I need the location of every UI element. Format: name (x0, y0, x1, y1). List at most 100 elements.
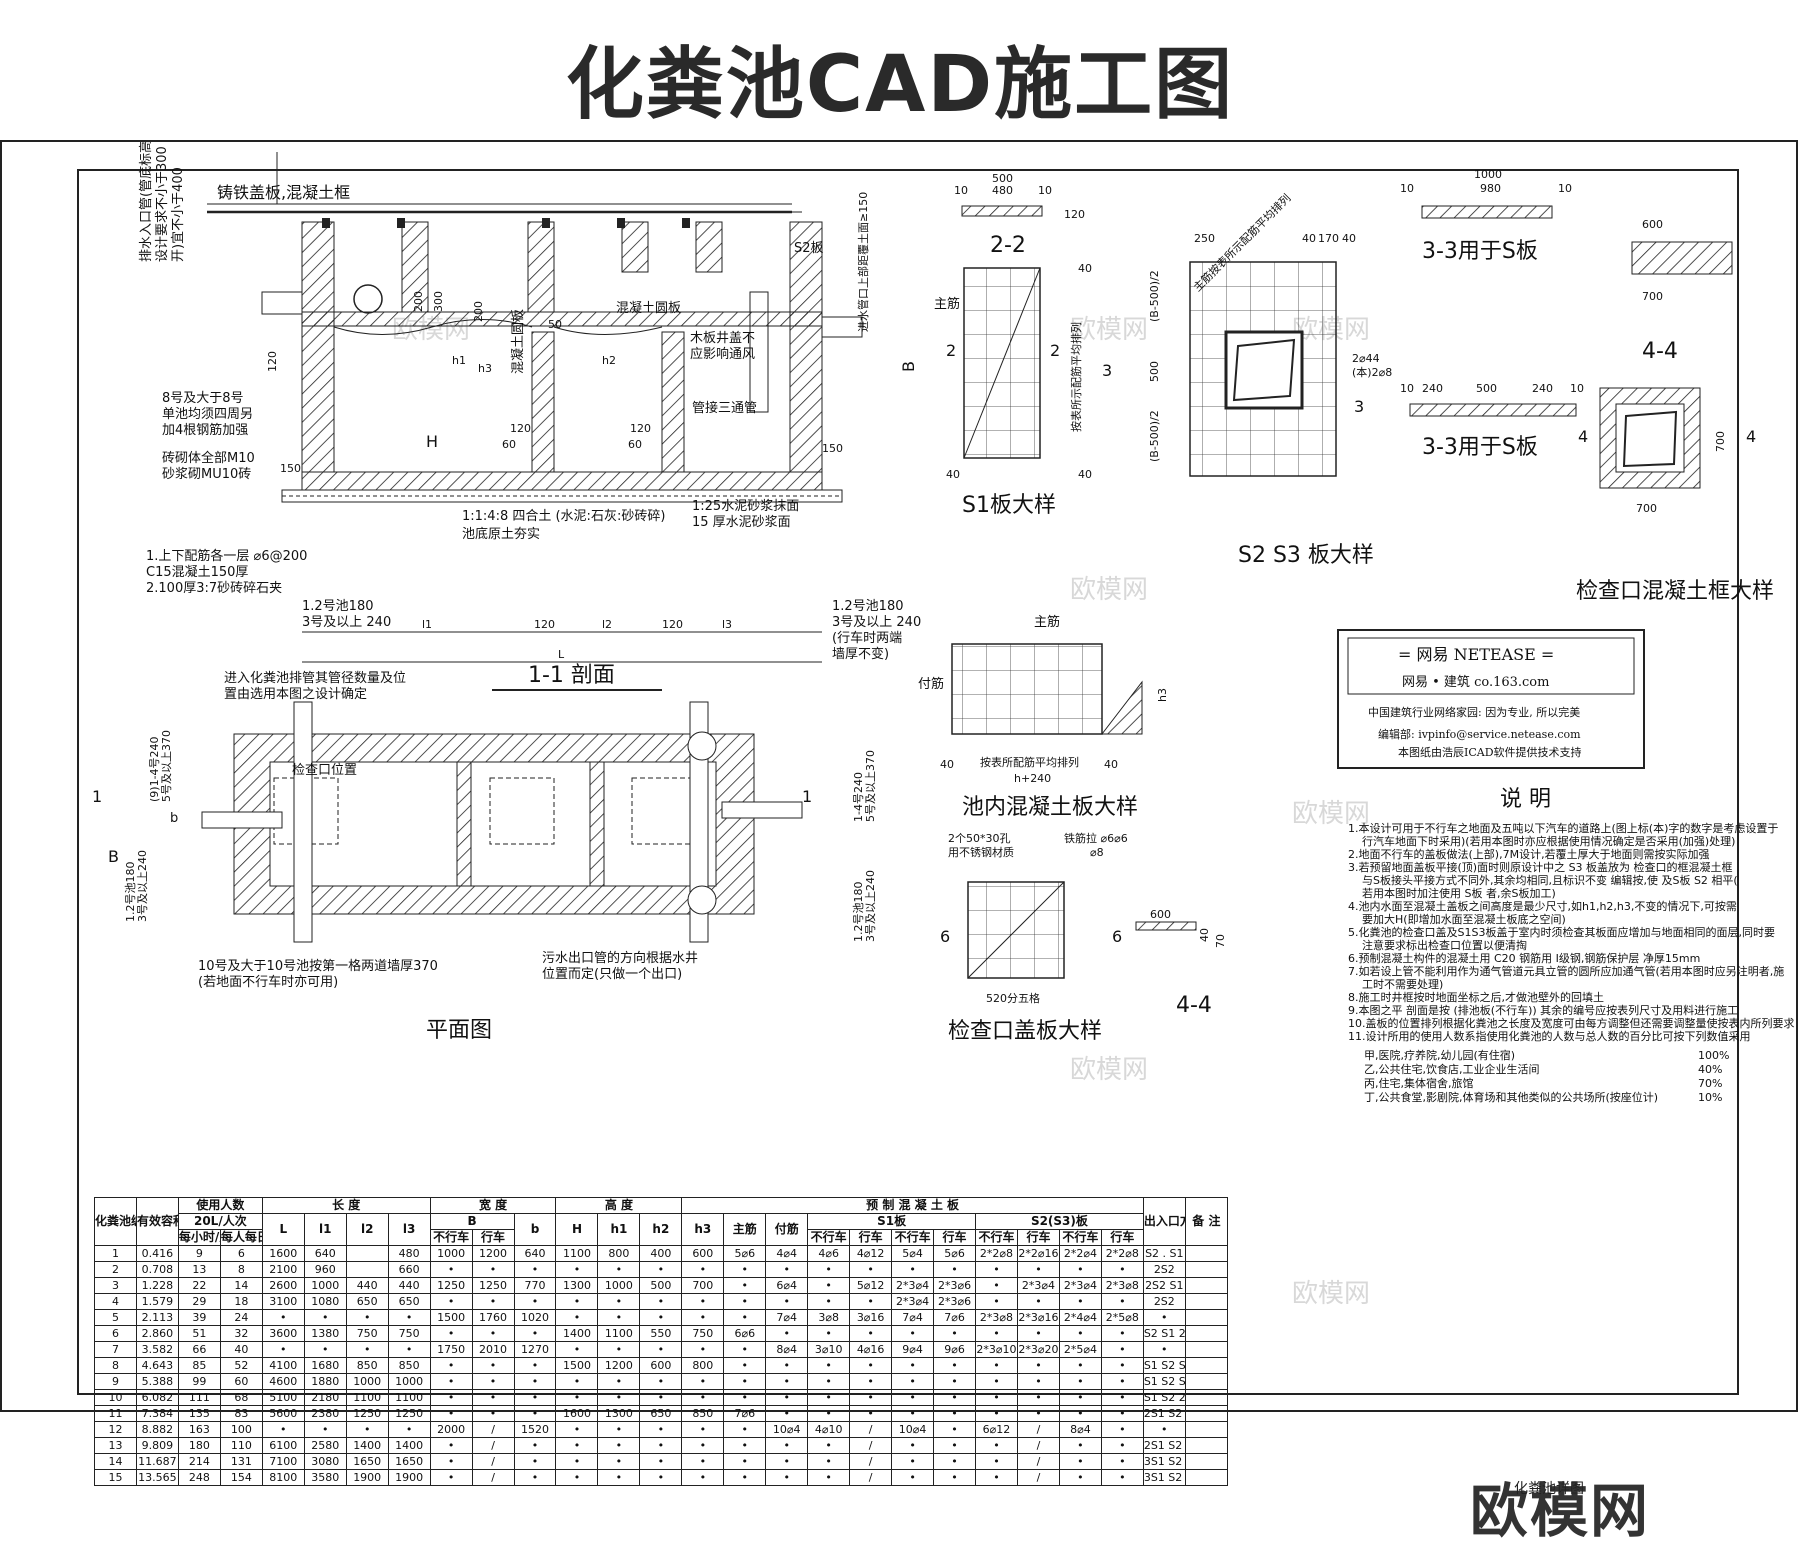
table-cell: 1650 (345, 1453, 389, 1470)
table-cell: • (933, 1469, 977, 1486)
pct-value: 40% (1698, 1063, 1722, 1076)
svg-text:980: 980 (1480, 182, 1501, 195)
svg-text:铁筋拉 ⌀6⌀6: 铁筋拉 ⌀6⌀6 (1064, 831, 1128, 845)
cad-drawing: 欧模网 欧模网 欧模网 欧模网 欧模网 欧模网 欧模网 欧模网 欧模网 铸铁盖板… (77, 142, 1795, 1395)
table-cell: 60 (219, 1373, 263, 1390)
table-cell: 2*3⌀20 (1016, 1341, 1060, 1358)
svg-text:1:1:4:8 四合土 (水泥:石灰:砂砖碎): 1:1:4:8 四合土 (水泥:石灰:砂砖碎) (462, 509, 665, 524)
table-cell: 1100 (555, 1245, 599, 1262)
svg-text:砖砌体全部M10: 砖砌体全部M10 (162, 450, 255, 466)
table-cell: • (723, 1261, 767, 1278)
svg-text:2: 2 (946, 341, 956, 360)
notes: 说 明 1.本设计可用于不行车之地面及五吨以下汽车的道路上(图上标(本)字的数字… (1348, 787, 1795, 1104)
table-cell: • (261, 1341, 305, 1358)
table-cell: 3⌀10 (807, 1341, 851, 1358)
table-cell: • (429, 1389, 473, 1406)
table-cell: • (303, 1421, 347, 1438)
table-cell (1184, 1373, 1229, 1390)
svg-text:150: 150 (822, 442, 843, 455)
svg-text:240: 240 (1532, 382, 1553, 395)
svg-text:10: 10 (1558, 182, 1572, 195)
table-cell: • (261, 1421, 305, 1438)
table-cell: • (387, 1309, 431, 1326)
s2s3-title: S2 S3 板大样 (1238, 543, 1374, 568)
watermark: 欧模网 (1070, 1055, 1148, 1085)
table-cell: • (597, 1309, 641, 1326)
svg-text:10: 10 (1400, 382, 1414, 395)
table-cell: 1020 (513, 1309, 557, 1326)
table-cell: • (807, 1325, 851, 1342)
table-cell: • (1100, 1421, 1144, 1438)
table-cell: 2*2⌀8 (975, 1245, 1018, 1262)
svg-text:40: 40 (1078, 468, 1092, 481)
svg-text:l3: l3 (722, 618, 732, 631)
table-cell: 8100 (261, 1469, 305, 1486)
table-cell: • (723, 1277, 767, 1294)
detail-3-3b: 10 240 500 240 10 3-3用于S板 (1400, 382, 1584, 460)
svg-text:200: 200 (412, 291, 425, 312)
table-cell: 3080 (303, 1453, 347, 1470)
table-cell: • (1058, 1469, 1102, 1486)
col-header: 20L/人次 (177, 1213, 263, 1230)
svg-text:40: 40 (1104, 758, 1118, 771)
table-cell: 10⌀4 (891, 1421, 935, 1438)
table-cell (1184, 1293, 1229, 1310)
table-cell: 2S1 S2 2S1 S2 S1 S2 (1142, 1405, 1186, 1422)
table-cell: • (555, 1469, 599, 1486)
table-cell: • (1016, 1293, 1060, 1310)
table-cell: • (639, 1469, 683, 1486)
table-cell: 1250 (471, 1277, 515, 1294)
table-cell: • (555, 1373, 599, 1390)
table-cell: / (849, 1453, 893, 1470)
table-cell: 750 (387, 1325, 431, 1342)
table-cell: • (1016, 1357, 1060, 1374)
s1-title: S1板大样 (962, 493, 1056, 518)
table-cell: 850 (681, 1405, 725, 1422)
note-line: 7.如若设上管不能利用作为通气管道元具立管的圆所应加通气管(若用本图时应另注明者… (1348, 964, 1784, 978)
table-cell: 500 (639, 1277, 683, 1294)
table-cell: S1 S2 2S1 S2 S1 S2 (1142, 1389, 1186, 1406)
table-header-row: 化粪池编号有效容积M³使用人数长 度宽 度高 度预 制 混 凝 土 板出入口方向… (94, 1197, 1229, 1246)
note-line: 注意要求标出检查口位置以便清掏 (1362, 938, 1527, 952)
table-cell: 440 (345, 1277, 389, 1294)
table-cell: 15 (94, 1469, 137, 1486)
table-cell: • (975, 1277, 1018, 1294)
note-line: 3.若预留地面盖板平接(顶)面时则原设计中之 S3 板盖放为 检查口的框混凝土框 (1348, 860, 1733, 874)
table-cell: 640 (513, 1245, 557, 1262)
table-cell: • (513, 1325, 557, 1342)
table-cell: • (345, 1309, 389, 1326)
svg-text:40: 40 (1302, 232, 1316, 245)
table-cell: 2010 (471, 1341, 515, 1358)
svg-text:60: 60 (502, 438, 516, 451)
table-cell: • (1100, 1293, 1144, 1310)
svg-text:1.2号池180: 1.2号池180 (852, 882, 865, 943)
table-cell: 2*3⌀4 (1058, 1277, 1102, 1294)
note-line: 工时不需要处理) (1362, 978, 1443, 991)
table-cell: • (723, 1437, 767, 1454)
table-cell: 8 (94, 1357, 137, 1374)
table-cell: 640 (303, 1245, 347, 1262)
svg-text:2⌀44: 2⌀44 (1352, 352, 1380, 365)
table-cell: 5⌀6 (933, 1245, 977, 1262)
svg-text:h3: h3 (1156, 688, 1169, 702)
table-cell: • (513, 1469, 557, 1486)
note-line: 10.盖板的位置排列根据化粪池之长度及宽度可由每方调整但还需要调整量使按表内所列… (1348, 1016, 1795, 1030)
table-cell: • (1142, 1309, 1186, 1326)
table-cell: 1760 (471, 1309, 515, 1326)
table-cell: 68 (219, 1389, 263, 1406)
svg-text:1.2号池180: 1.2号池180 (832, 599, 904, 614)
table-cell: 850 (387, 1357, 431, 1374)
svg-text:位置而定(只做一个出口): 位置而定(只做一个出口) (542, 967, 682, 982)
svg-text:网易 • 建筑 co.163.com: 网易 • 建筑 co.163.com (1402, 674, 1549, 690)
table-cell: • (975, 1405, 1018, 1422)
svg-text:H: H (426, 432, 438, 451)
col-header: 高 度 (555, 1197, 683, 1214)
table-cell (1184, 1341, 1229, 1358)
table-cell: • (1016, 1325, 1060, 1342)
table-cell: • (639, 1389, 683, 1406)
table-cell: • (807, 1277, 851, 1294)
